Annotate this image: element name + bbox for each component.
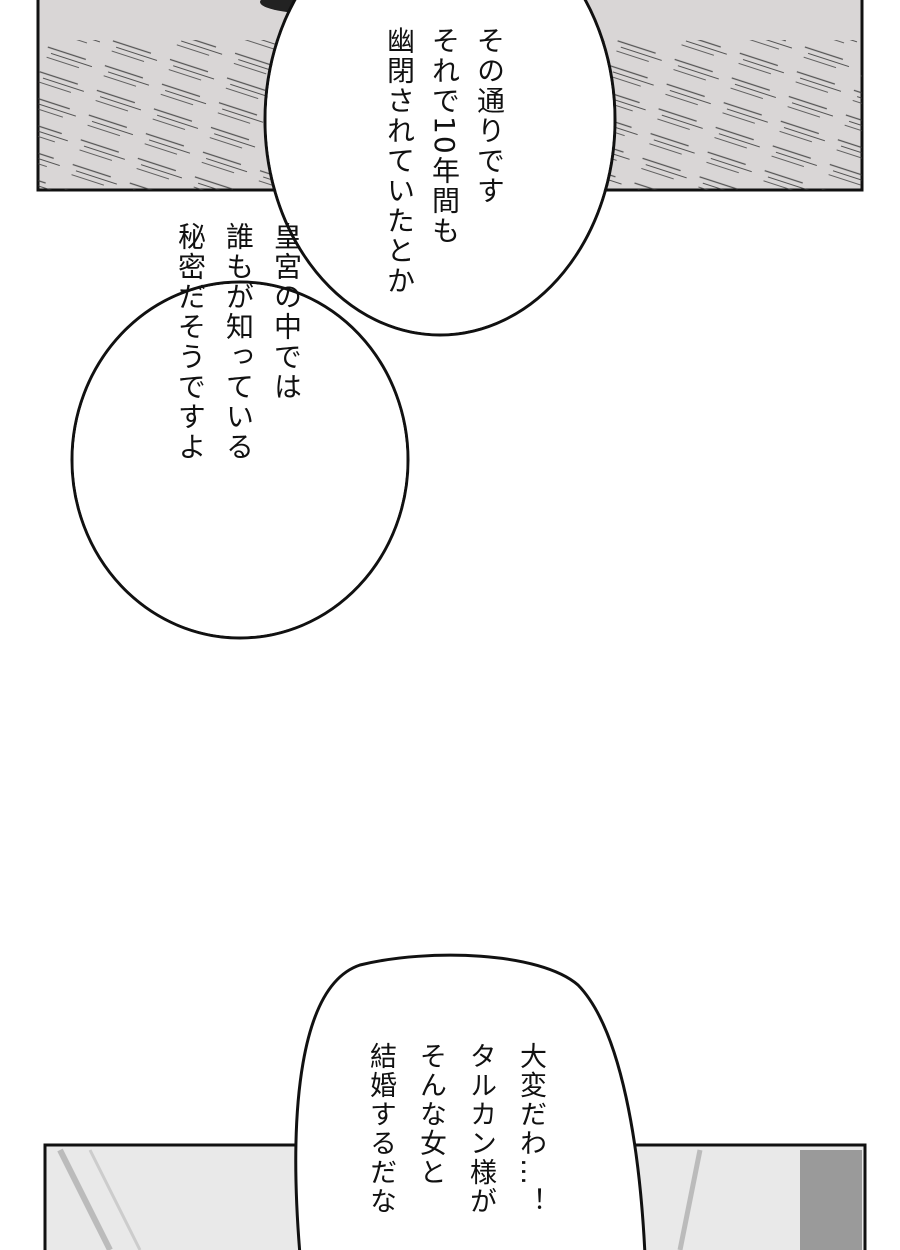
text-line: その通りです xyxy=(473,26,506,206)
speech-text-3: 大変だわ…！ タルカン様が そんな女と 結婚するだな xyxy=(355,1042,555,1216)
text-line: 皇宮の中では xyxy=(270,222,303,402)
speech-text-2: 皇宮の中では 誰もが知っている 秘密だそうですよ xyxy=(166,222,310,462)
text-line: それで10年間も xyxy=(428,26,461,246)
speech-bubble-lower xyxy=(294,953,647,1250)
text-line: 幽閉されていたとか xyxy=(383,26,416,296)
text-line: そんな女と xyxy=(415,1042,446,1187)
text-line: 結婚するだな xyxy=(365,1042,396,1216)
text-line: 秘密だそうですよ xyxy=(174,222,207,462)
speech-bubbles-upper xyxy=(70,0,617,640)
text-line: 誰もが知っている xyxy=(222,222,255,462)
speech-text-1: その通りです それで10年間も 幽閉されていたとか xyxy=(377,26,512,296)
text-line: 大変だわ…！ xyxy=(515,1042,546,1216)
text-line: タルカン様が xyxy=(465,1042,496,1216)
